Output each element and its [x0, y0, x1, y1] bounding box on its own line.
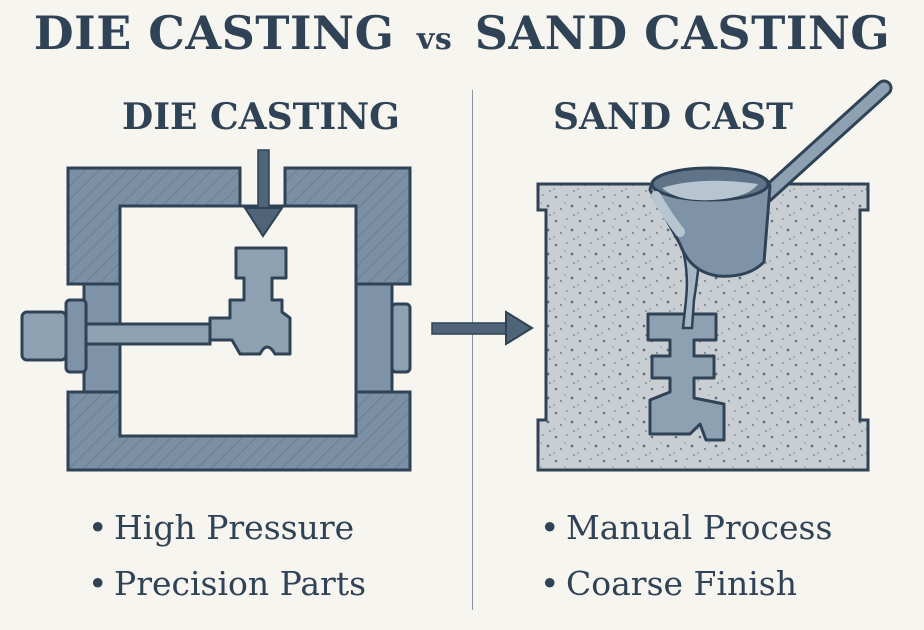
sand-cast-bullets: •Manual Process •Coarse Finish	[540, 500, 832, 612]
bullet-dot: •	[88, 508, 108, 547]
bullet-item: •Precision Parts	[88, 556, 366, 612]
injection-plunger-icon	[20, 298, 212, 374]
bullet-item: •Manual Process	[540, 500, 832, 556]
page-title: DIE CASTING vs SAND CASTING	[0, 6, 924, 60]
die-cast-part-icon	[208, 246, 292, 356]
downward-arrow-icon	[243, 149, 284, 238]
title-die-casting: DIE CASTING	[33, 6, 395, 60]
title-vs: vs	[416, 22, 453, 57]
sand-cast-heading: SAND CAST	[553, 96, 793, 138]
bullet-item: •High Pressure	[88, 500, 366, 556]
sand-cast-part-icon	[646, 312, 726, 442]
bullet-item: •Coarse Finish	[540, 556, 832, 612]
bullet-text: Manual Process	[566, 508, 833, 547]
bullet-dot: •	[540, 564, 560, 603]
bullet-text: Precision Parts	[114, 564, 367, 603]
title-sand-casting: SAND CASTING	[474, 6, 891, 60]
bullet-dot: •	[540, 508, 560, 547]
die-casting-heading: DIE CASTING	[122, 96, 400, 138]
bullet-dot: •	[88, 564, 108, 603]
center-divider	[472, 90, 473, 610]
ladle-icon	[648, 79, 893, 278]
bullet-text: High Pressure	[114, 508, 355, 547]
die-casting-bullets: •High Pressure •Precision Parts	[88, 500, 366, 612]
right-arrow-icon	[431, 310, 534, 346]
bullet-text: Coarse Finish	[566, 564, 797, 603]
